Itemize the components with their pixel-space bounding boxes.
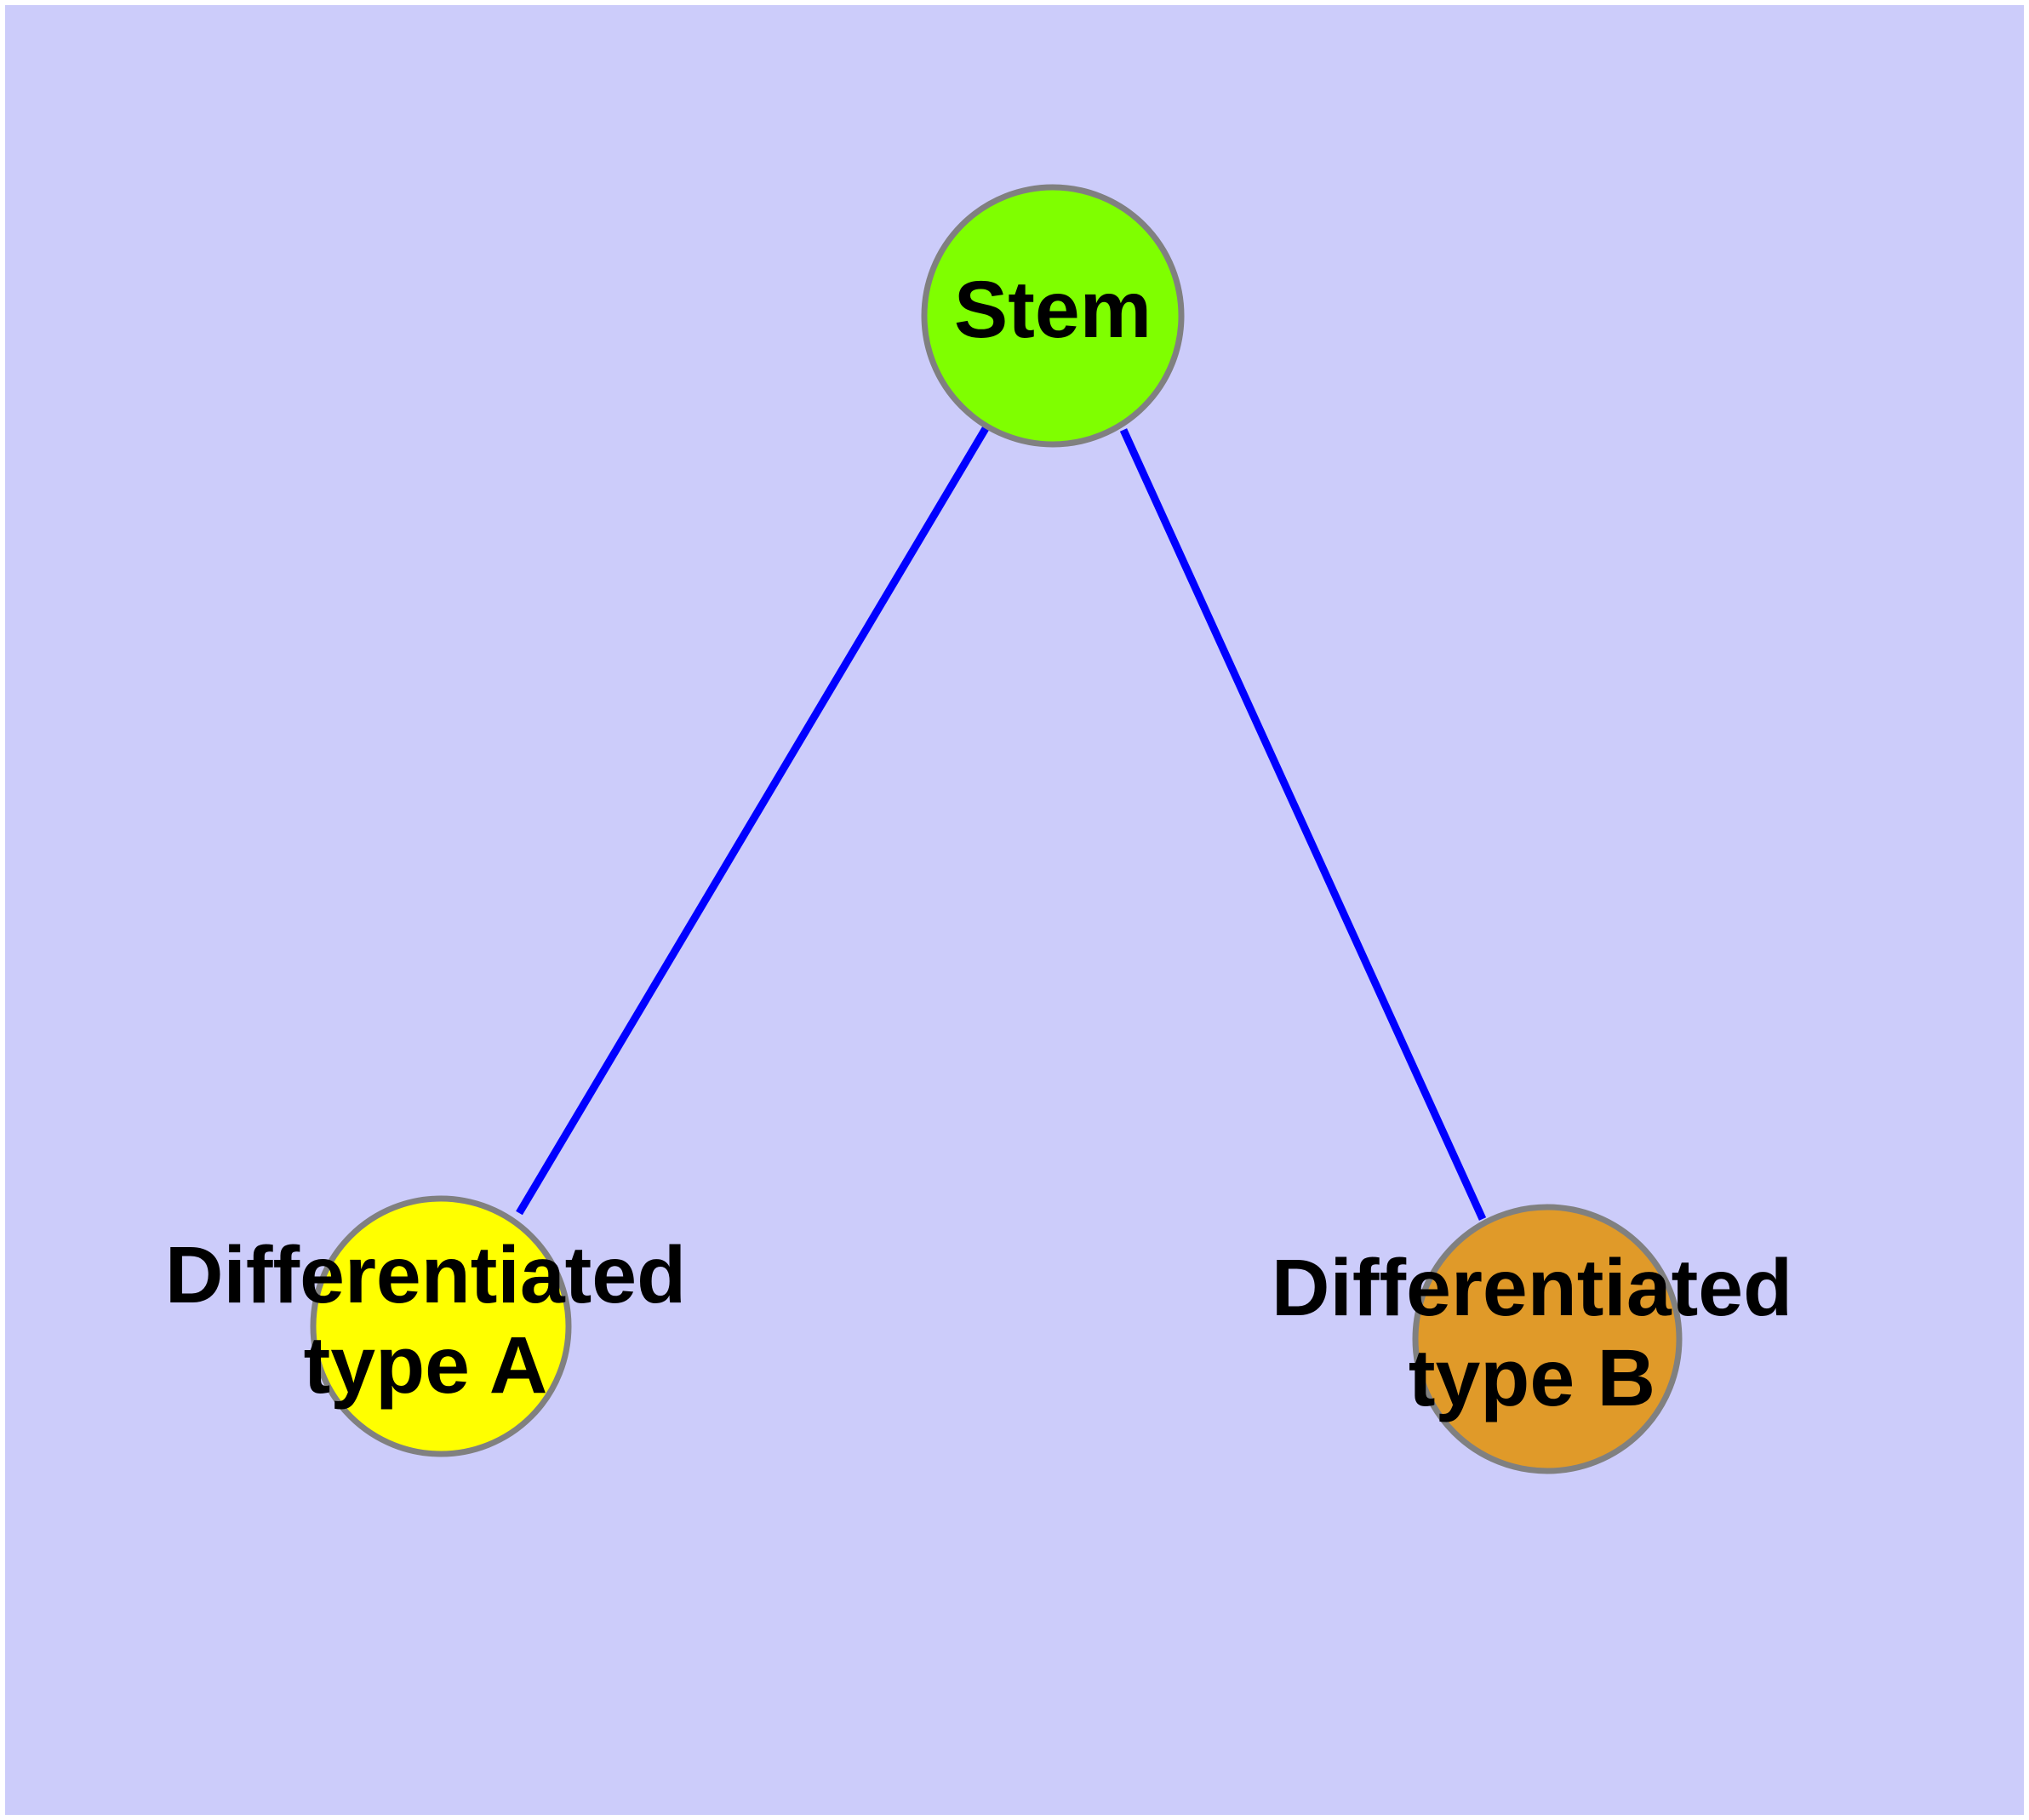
edge-stem-to-diff_a[interactable] xyxy=(516,423,991,1216)
node-stem[interactable] xyxy=(921,184,1185,448)
node-diff_b[interactable] xyxy=(1412,1204,1683,1474)
node-label-line: type A xyxy=(304,1320,548,1411)
edges-group xyxy=(516,423,1487,1221)
edge-stem-to-diff_b[interactable] xyxy=(1119,428,1487,1221)
node-diff_a[interactable] xyxy=(310,1195,572,1457)
nodes-group xyxy=(310,184,1683,1474)
node-label-line: Stem xyxy=(954,265,1152,355)
node-label-line: Differentiated xyxy=(1272,1243,1792,1333)
node-label-stem: Stem xyxy=(954,265,1152,355)
node-label-line: type B xyxy=(1409,1333,1655,1423)
node-label-line: Differentiated xyxy=(165,1230,686,1320)
